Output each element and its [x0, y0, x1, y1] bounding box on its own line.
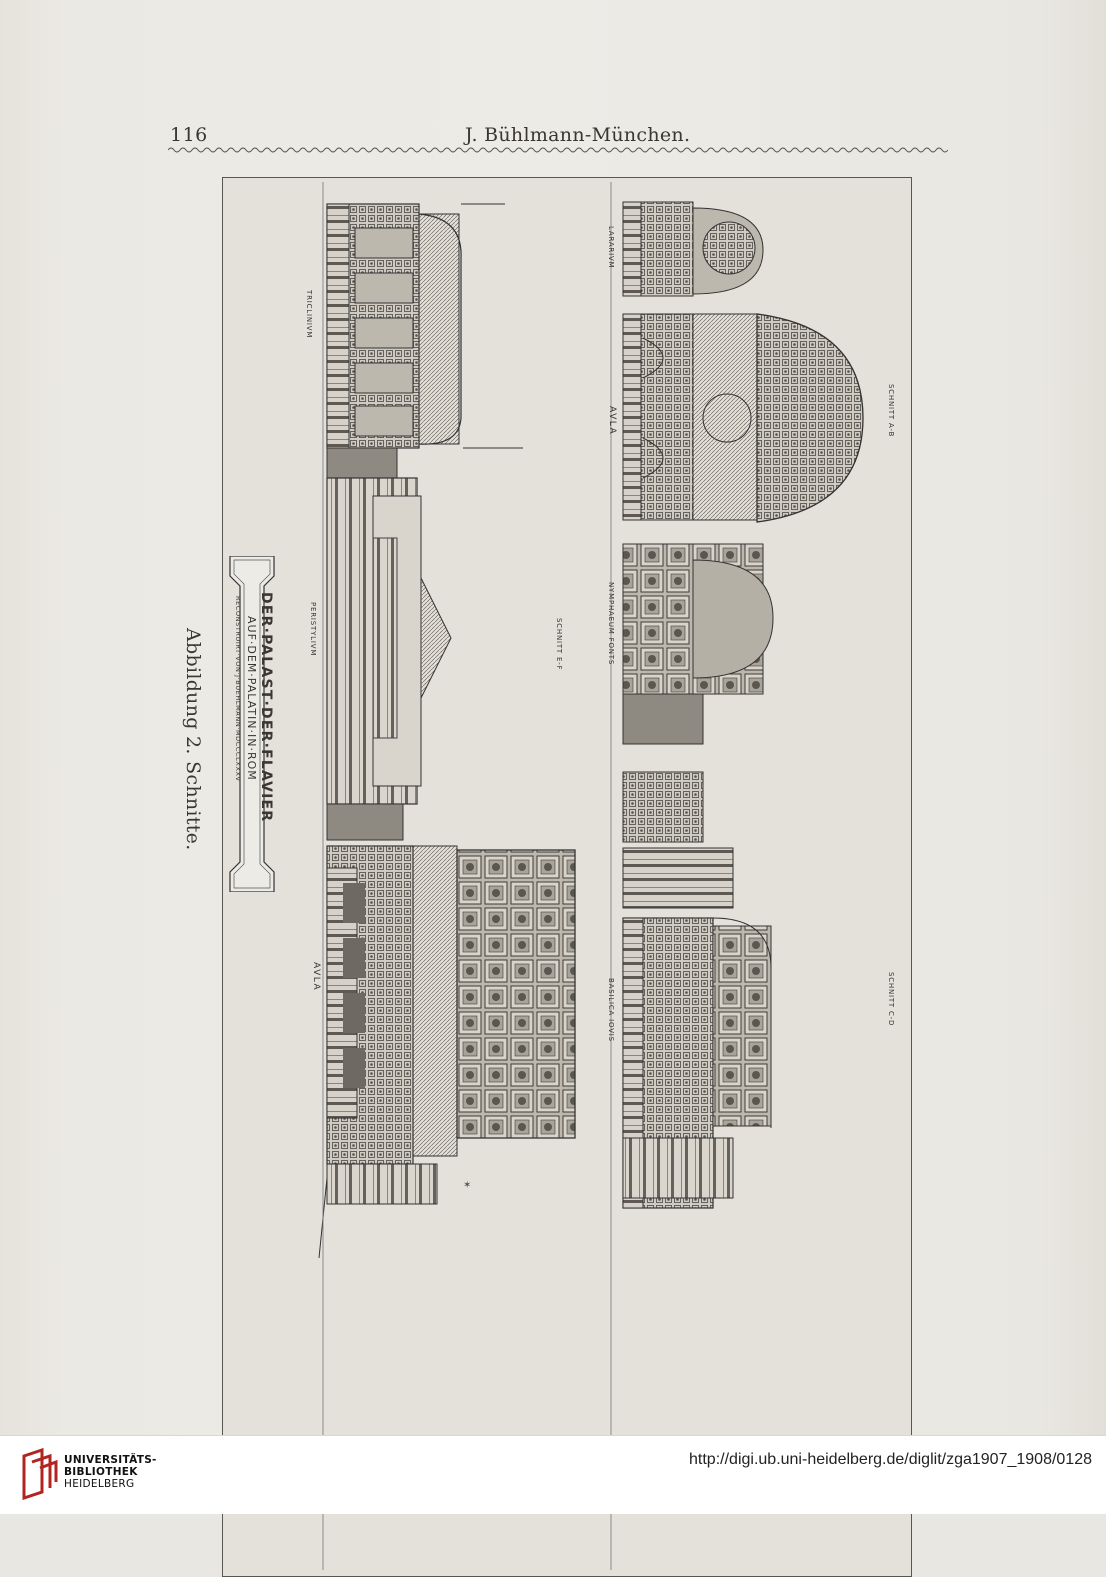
page-number: 116 [170, 124, 208, 146]
library-line1: UNIVERSITÄTS- [64, 1454, 157, 1466]
svg-text:✶: ✶ [463, 1180, 471, 1191]
library-logo-icon [22, 1448, 58, 1500]
library-line2: BIBLIOTHEK [64, 1466, 138, 1478]
label-nymphaeum: NYMPHAEUM FONTS [607, 582, 615, 666]
label-triclinium: TRICLINIVM [305, 290, 313, 339]
label-schnitt-ab: SCHNITT A-B [887, 384, 895, 438]
label-schnitt-cd: SCHNITT C-D [887, 972, 895, 1027]
running-title: J. Bühlmann-München. [465, 124, 691, 146]
section-right [622, 201, 864, 1209]
permalink-url[interactable]: http://digi.ub.uni-heidelberg.de/diglit/… [689, 1451, 1092, 1468]
header-rule [168, 147, 948, 153]
label-peristylium: PERISTYLIVM [309, 602, 317, 657]
section-drawings: ✶ [318, 182, 864, 1570]
digitization-footer: UNIVERSITÄTS- BIBLIOTHEK HEIDELBERG http… [0, 1435, 1106, 1514]
plate-title-line2: AUF·DEM·PALATIN·IN·ROM [245, 616, 258, 781]
label-aula-left: AVLA [311, 962, 321, 992]
figure-caption: Abbildung 2. Schnitte. [182, 628, 204, 851]
label-aula-right: AVLA [607, 406, 617, 436]
library-name: UNIVERSITÄTS- BIBLIOTHEK HEIDELBERG [64, 1454, 157, 1490]
plate-title-line1: DER·PALAST·DER·FLAVIER [258, 592, 274, 823]
label-lararium: LARARIVM [607, 226, 615, 269]
plate-title-line3: RECONSTRUIRT·VON·J·BUEHLMANN·MDCCCLXXXV [234, 596, 242, 782]
label-schnitt-ef: SCHNITT E-F [555, 618, 563, 671]
library-line3: HEIDELBERG [64, 1478, 135, 1490]
plate-title-cartouche [229, 556, 275, 892]
label-basilica: BASILICA IOVIS [607, 978, 615, 1042]
architectural-plate: ✶ [222, 177, 912, 1577]
section-left: ✶ [318, 203, 576, 1259]
